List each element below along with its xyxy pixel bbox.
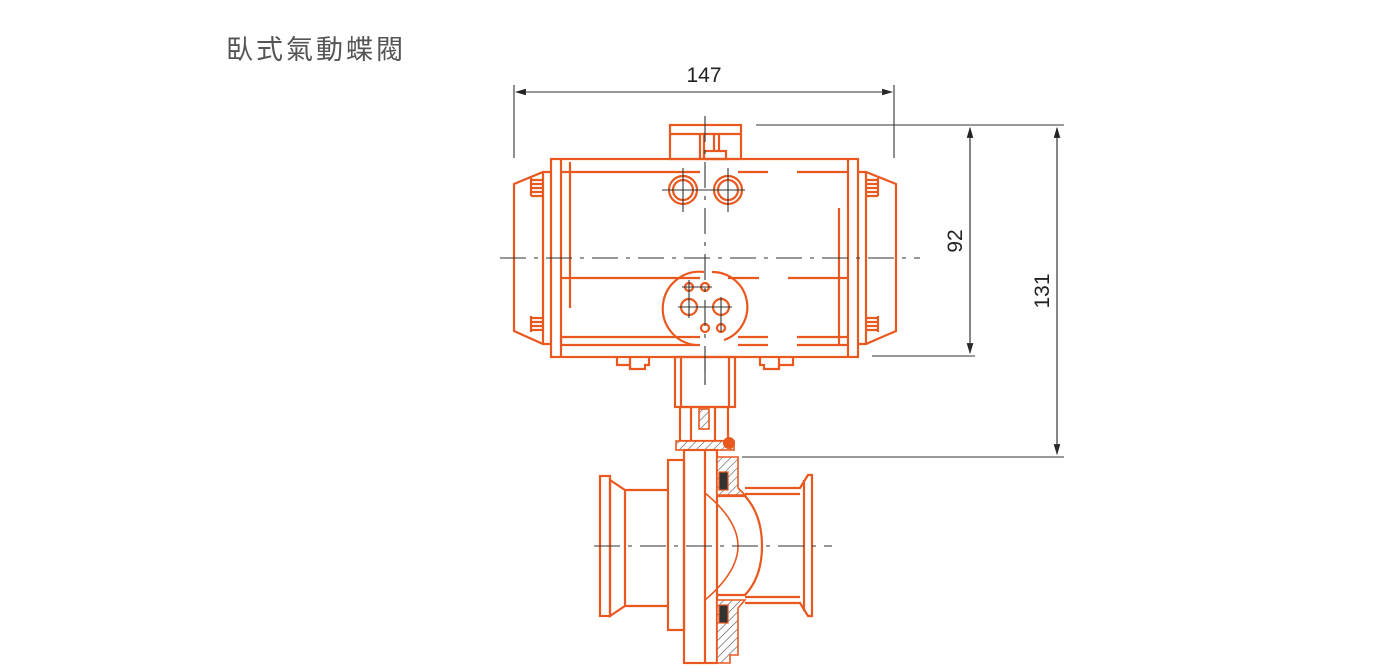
dimension-width: 147 [513, 64, 895, 158]
page-title: 臥式氣動蝶閥 [226, 35, 406, 66]
dimension-actuator-height-label: 92 [944, 229, 967, 252]
actuator-feet [615, 357, 795, 371]
dimension-total-height-label: 131 [1031, 273, 1054, 308]
mounting-pad [661, 270, 749, 347]
air-ports [662, 168, 745, 212]
valve-body [598, 448, 814, 665]
dimension-actuator-height: 92 [756, 124, 975, 357]
dimension-width-label: 147 [686, 64, 721, 87]
actuator-right-end-cap [858, 170, 898, 346]
dimension-total-height: 131 [742, 124, 1064, 458]
centre-lines [500, 116, 920, 547]
